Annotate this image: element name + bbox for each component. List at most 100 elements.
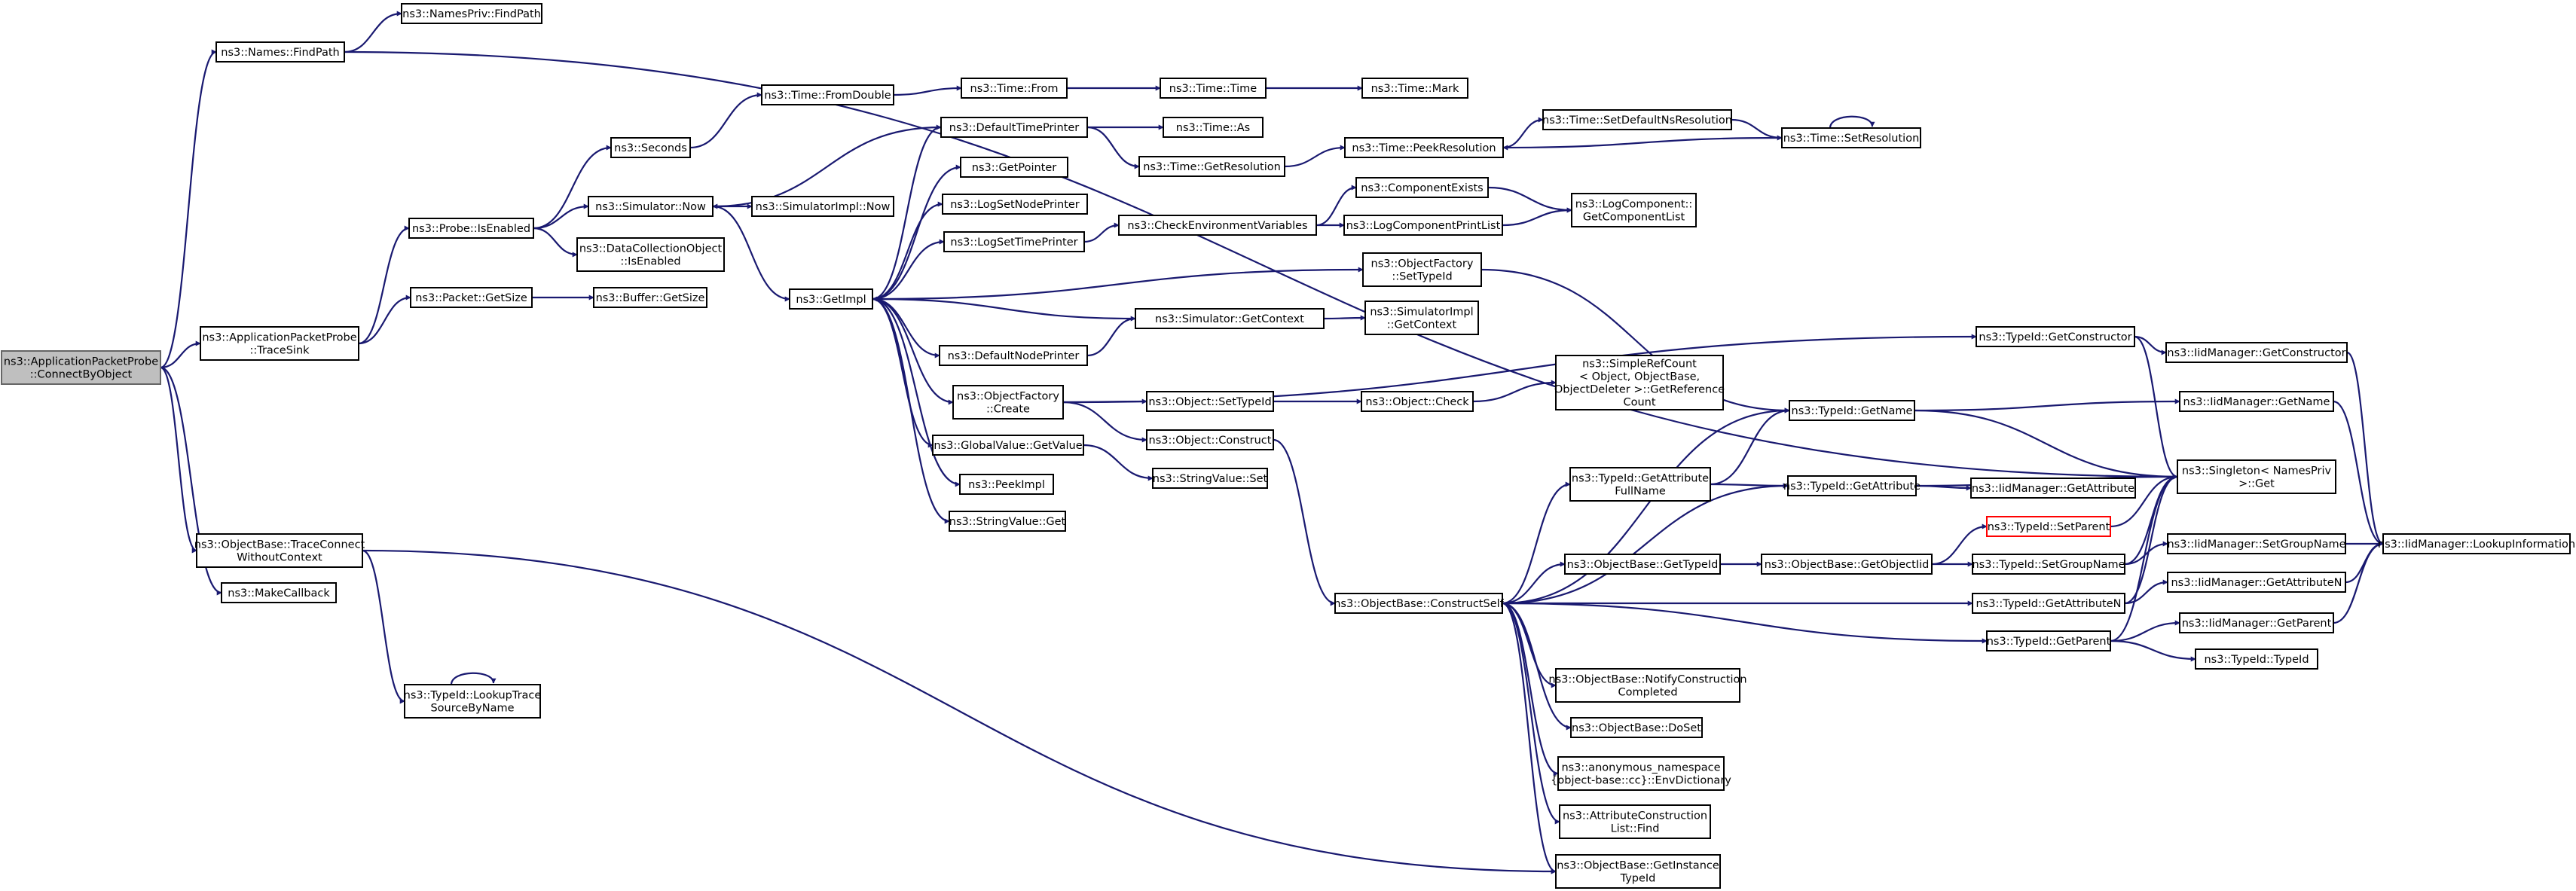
node-namesprivfindpath[interactable]: ns3::NamesPriv::FindPath (401, 3, 542, 24)
node-stringvalueset[interactable]: ns3::StringValue::Set (1152, 468, 1268, 489)
node-seconds[interactable]: ns3::Seconds (610, 137, 691, 158)
node-envdictionary[interactable]: ns3::anonymous_namespace{object-base::cc… (1551, 756, 1731, 791)
node-box (401, 3, 542, 24)
edge-globalvaluegetvalue-to-stringvalueset (1083, 444, 1154, 481)
edge-namesfindpath-to-namesprivfindpath (344, 11, 402, 53)
node-box (959, 474, 1054, 495)
node-label: GetComponentList (1583, 212, 1685, 224)
node-box (789, 288, 873, 310)
node-timepeekresolution[interactable]: ns3::Time::PeekResolution (1344, 137, 1504, 158)
node-iidgetconstructor[interactable]: ns3::IidManager::GetConstructor (2165, 342, 2348, 363)
node-notifyconstruction[interactable]: ns3::ObjectBase::NotifyConstructionCompl… (1548, 668, 1747, 703)
node-timeas[interactable]: ns3::Time::As (1163, 117, 1264, 138)
node-objbasegetobjectiid[interactable]: ns3::ObjectBase::GetObjectIid (1761, 554, 1933, 575)
node-logcomponentprintlist[interactable]: ns3::LogComponentPrintList (1343, 215, 1503, 236)
node-simnow[interactable]: ns3::Simulator::Now (588, 196, 714, 217)
node-objconstruct[interactable]: ns3::Object::Construct (1146, 429, 1274, 450)
node-getpointer[interactable]: ns3::GetPointer (960, 157, 1068, 178)
edge-objconstruct-to-constructself (1273, 438, 1336, 606)
node-logsettimeprinter[interactable]: ns3::LogSetTimePrinter (943, 231, 1085, 252)
node-box (1970, 478, 2136, 499)
node-iidlookupinfo[interactable]: ns3::IidManager::LookupInformation (2378, 533, 2575, 554)
node-box (610, 137, 691, 158)
node-box (1986, 630, 2111, 651)
node-packetgetsize[interactable]: ns3::Packet::GetSize (410, 287, 533, 308)
node-label: ns3::SimpleRefCount (1582, 359, 1697, 371)
node-tracesink[interactable]: ns3::ApplicationPacketProbe::TraceSink (200, 326, 359, 361)
edge-typeidgetparent-to-singletonget (2110, 474, 2178, 642)
node-simplerefcount[interactable]: ns3::SimpleRefCount< Object, ObjectBase,… (1554, 355, 1725, 410)
node-timetime[interactable]: ns3::Time::Time (1160, 78, 1267, 99)
node-simgetcontext[interactable]: ns3::Simulator::GetContext (1135, 308, 1325, 329)
edge-objfactorysettypeid-to-typeidgetname (1481, 268, 1790, 413)
edge-seconds-to-timefromdouble (689, 92, 762, 149)
node-typeidsetparent[interactable]: ns3::TypeId::SetParent (1986, 516, 2111, 537)
node-box (1559, 804, 1711, 839)
node-defaultnodeprinter[interactable]: ns3::DefaultNodePrinter (939, 345, 1088, 366)
edge-traceconnect-to-getinstancetypeid (362, 549, 1557, 874)
node-defaulttimeprinter[interactable]: ns3::DefaultTimePrinter (940, 117, 1088, 138)
node-typeidgetparent[interactable]: ns3::TypeId::GetParent (1986, 630, 2111, 651)
node-label: ns3::Probe::IsEnabled (412, 223, 530, 235)
node-stringvalueget[interactable]: ns3::StringValue::Get (949, 511, 1066, 532)
node-objcheck[interactable]: ns3::Object::Check (1361, 391, 1474, 412)
node-objbasegettypeid[interactable]: ns3::ObjectBase::GetTypeId (1564, 554, 1721, 575)
node-iidgetname[interactable]: ns3::IidManager::GetName (2179, 391, 2334, 412)
node-box (751, 196, 894, 217)
edge-logcomponentprintlist-to-logcomponentgetlist (1502, 207, 1572, 227)
node-logsetnodeprinter[interactable]: ns3::LogSetNodePrinter (942, 194, 1088, 215)
node-box (1, 350, 161, 385)
node-label: ns3::Object::Construct (1149, 435, 1272, 447)
node-traceconnect[interactable]: ns3::ObjectBase::TraceConnectWithoutCont… (194, 533, 365, 568)
node-typeidgetconstructor[interactable]: ns3::TypeId::GetConstructor (1976, 326, 2135, 347)
node-globalvaluegetvalue[interactable]: ns3::GlobalValue::GetValue (932, 435, 1084, 456)
node-label: WithoutContext (237, 552, 322, 564)
node-peekimpl[interactable]: ns3::PeekImpl (959, 474, 1054, 495)
node-typeidgetattributen[interactable]: ns3::TypeId::GetAttributeN (1972, 593, 2125, 614)
node-iidgetattribute[interactable]: ns3::IidManager::GetAttribute (1970, 478, 2136, 499)
node-objsettypeid[interactable]: ns3::Object::SetTypeId (1146, 391, 1274, 412)
node-simimplgetcontext[interactable]: ns3::SimulatorImpl::GetContext (1364, 301, 1479, 335)
node-label: ns3::Simulator::Now (595, 201, 706, 213)
node-box (1362, 252, 1482, 287)
node-objfactorysettypeid[interactable]: ns3::ObjectFactory::SetTypeId (1362, 252, 1482, 287)
node-root[interactable]: ns3::ApplicationPacketProbe::ConnectByOb… (1, 350, 161, 385)
node-timesetresolution[interactable]: ns3::Time::SetResolution (1781, 127, 1921, 148)
node-timegetresolution[interactable]: ns3::Time::GetResolution (1138, 156, 1285, 177)
node-singletonget[interactable]: ns3::Singleton< NamesPriv>::Get (2177, 459, 2336, 494)
node-logcomponentgetlist[interactable]: ns3::LogComponent::GetComponentList (1571, 193, 1697, 227)
node-objbasedoset[interactable]: ns3::ObjectBase::DoSet (1570, 717, 1703, 738)
node-probeisenabled[interactable]: ns3::Probe::IsEnabled (408, 218, 534, 239)
node-makecallback[interactable]: ns3::MakeCallback (221, 582, 337, 603)
node-label: ::Create (986, 404, 1030, 416)
node-namesfindpath[interactable]: ns3::Names::FindPath (215, 41, 345, 63)
node-typeidgetname[interactable]: ns3::TypeId::GetName (1789, 400, 1915, 421)
node-getimpl[interactable]: ns3::GetImpl (789, 288, 873, 310)
node-iidgetparent[interactable]: ns3::IidManager::GetParent (2179, 612, 2334, 633)
node-dcoisenabled[interactable]: ns3::DataCollectionObject::IsEnabled (576, 237, 725, 272)
node-typeidgetattribute[interactable]: ns3::TypeId::GetAttribute (1783, 475, 1921, 496)
node-iidgetattributen[interactable]: ns3::IidManager::GetAttributeN (2167, 572, 2346, 593)
node-timemark[interactable]: ns3::Time::Mark (1361, 78, 1468, 99)
edge-probeisenabled-to-seconds (533, 145, 612, 230)
node-timesetdefaultns[interactable]: ns3::Time::SetDefaultNsResolution (1542, 109, 1732, 130)
node-label: ns3::Singleton< NamesPriv (2182, 465, 2332, 478)
node-componentexists[interactable]: ns3::ComponentExists (1355, 177, 1489, 198)
node-simimplnow[interactable]: ns3::SimulatorImpl::Now (751, 196, 894, 217)
node-typeidtypeid[interactable]: ns3::TypeId::TypeId (2195, 648, 2318, 670)
node-label: ns3::ApplicationPacketProbe (202, 332, 356, 344)
node-label: ns3::TypeId::GetAttributeN (1976, 598, 2121, 610)
node-checkenv[interactable]: ns3::CheckEnvironmentVariables (1118, 215, 1317, 236)
node-buffergetsize[interactable]: ns3::Buffer::GetSize (593, 287, 707, 308)
edge-timesetresolution-to-timesetresolution (1829, 115, 1875, 129)
node-typeidsetgroupname[interactable]: ns3::TypeId::SetGroupName (1972, 554, 2125, 575)
node-objfactorycreate[interactable]: ns3::ObjectFactory::Create (952, 385, 1064, 420)
node-constructself[interactable]: ns3::ObjectBase::ConstructSelf (1334, 593, 1505, 614)
node-timefrom[interactable]: ns3::Time::From (961, 78, 1068, 99)
node-iidsetgroupname[interactable]: ns3::IidManager::SetGroupName (2167, 533, 2346, 554)
node-timefromdouble[interactable]: ns3::Time::FromDouble (761, 84, 894, 105)
